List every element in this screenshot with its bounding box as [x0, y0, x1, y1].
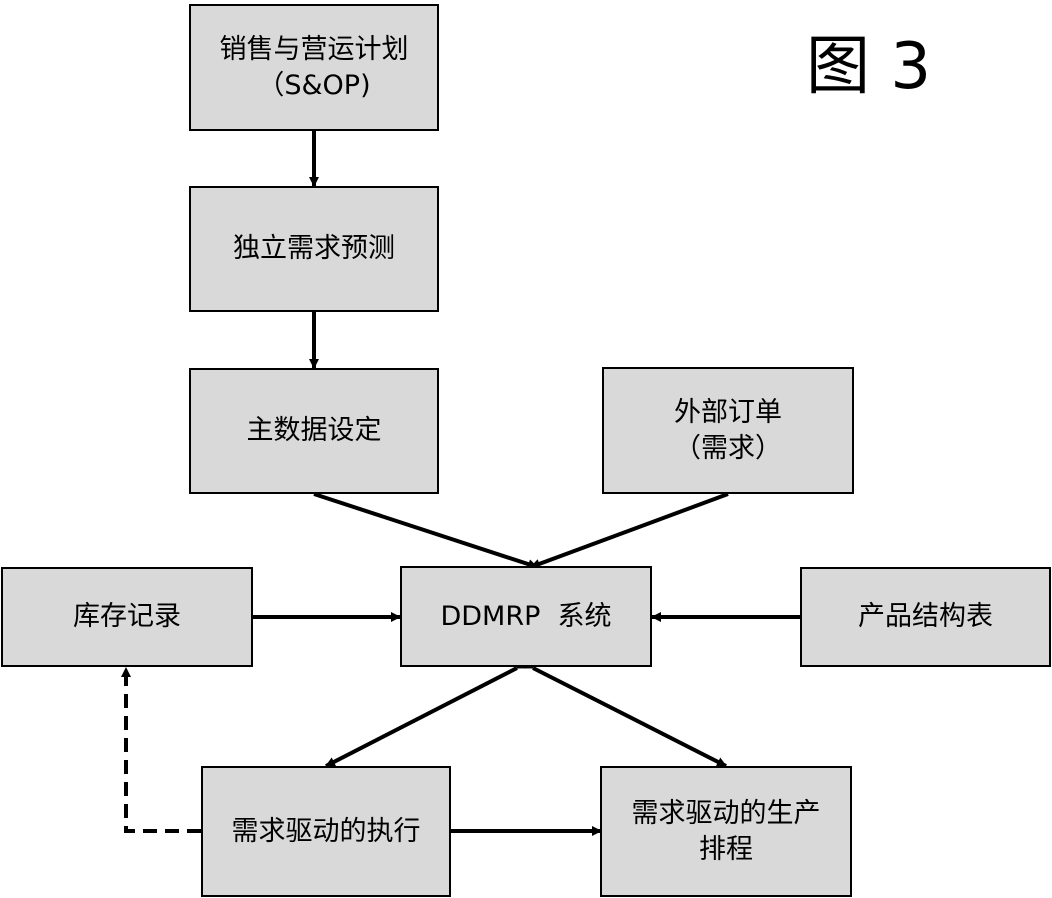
box-ddmrp-label: DDMRP 系统: [440, 600, 612, 632]
box-forecast: 独立需求预测: [189, 186, 439, 312]
box-ddmrp: DDMRP 系统: [400, 566, 652, 667]
box-sop-line2: （S&OP): [257, 69, 371, 101]
box-sop-line1: 销售与营运计划: [219, 33, 409, 65]
box-master-data: 主数据设定: [189, 368, 439, 494]
box-scheduling-line1: 需求驱动的生产: [631, 797, 821, 829]
arrow-external-orders-to-ddmrp: [530, 492, 729, 569]
arrow-ddmrp-scheduling-bidirectional: [522, 659, 727, 768]
box-sop: 销售与营运计划 （S&OP): [189, 4, 439, 131]
dashed-feedback-execution-to-inventory: [121, 667, 201, 833]
box-forecast-label: 独立需求预测: [233, 233, 395, 264]
box-master-data-label: 主数据设定: [246, 415, 382, 446]
arrow-master-data-to-ddmrp: [313, 492, 538, 569]
box-scheduling-line2: 排程: [699, 833, 753, 865]
figure-label: 图 3: [806, 30, 932, 104]
box-inventory-label: 库存记录: [73, 601, 181, 632]
box-execution-label: 需求驱动的执行: [231, 815, 421, 847]
box-external-orders-line1: 外部订单: [674, 396, 782, 428]
box-inventory: 库存记录: [1, 567, 253, 667]
box-scheduling: 需求驱动的生产 排程: [600, 766, 852, 897]
box-external-orders-line2: （需求）: [674, 432, 782, 464]
box-bom: 产品结构表: [800, 567, 1051, 667]
box-external-orders: 外部订单 （需求）: [602, 367, 854, 494]
box-bom-label: 产品结构表: [858, 601, 993, 632]
arrow-ddmrp-execution-bidirectional: [325, 659, 528, 768]
box-execution: 需求驱动的执行: [201, 766, 451, 897]
